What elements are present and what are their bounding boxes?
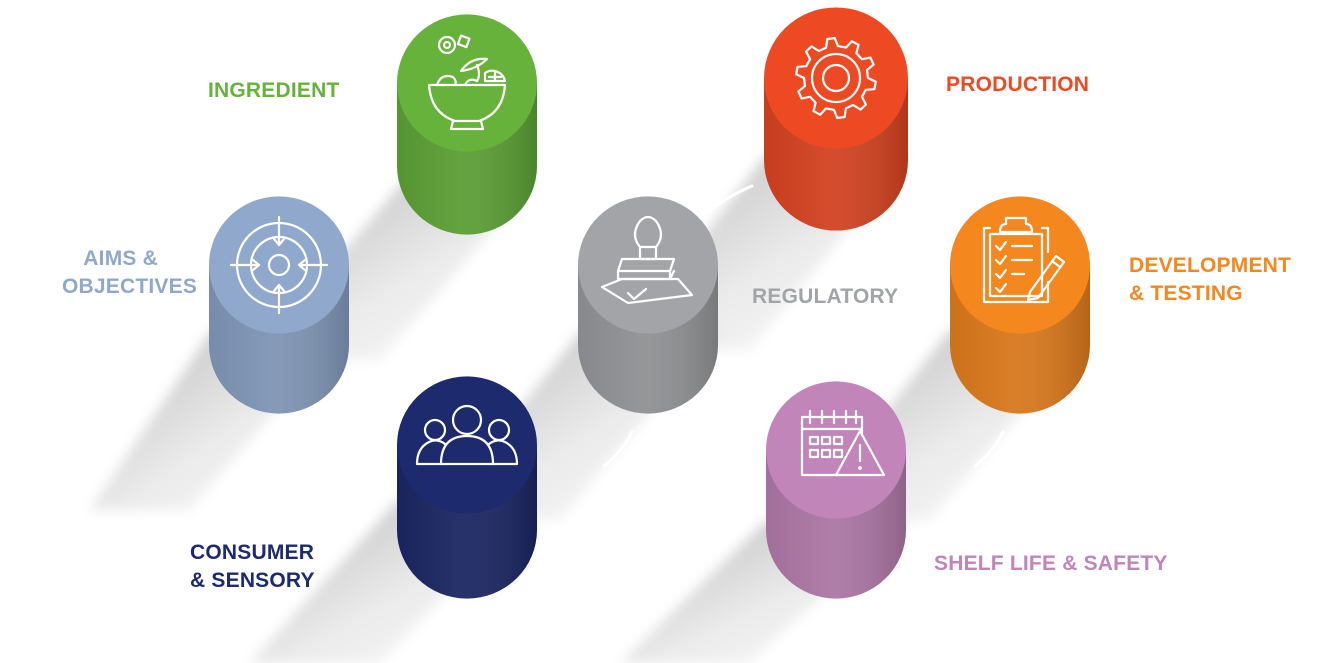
people-group-icon <box>415 404 519 466</box>
label-aims-line1: AIMS & <box>83 247 158 270</box>
connector-regulatory-consumer <box>602 430 634 468</box>
salad-bowl-icon <box>427 34 507 131</box>
cylinder-development <box>950 196 1090 414</box>
aims-cylinder-top <box>209 196 349 334</box>
cylinder-aims <box>209 196 349 414</box>
connector-lines <box>336 184 1005 468</box>
label-consumer: CONSUMER & SENSORY <box>190 539 315 595</box>
regulatory-cylinder-top <box>578 196 718 334</box>
clipboard-checklist-icon <box>982 216 1066 304</box>
cylinder-consumer <box>397 376 537 599</box>
target-icon <box>229 215 329 315</box>
label-aims-line2: OBJECTIVES <box>62 275 198 298</box>
connector-regulatory-production <box>706 184 754 214</box>
calendar-warning-icon <box>800 409 886 477</box>
approval-stamp-icon <box>600 215 694 305</box>
label-development-line2: & TESTING <box>1129 282 1243 305</box>
connector-aims-ingredient <box>336 184 387 215</box>
gear-ring <box>810 52 862 104</box>
label-ingredient-text: INGREDIENT <box>208 79 340 102</box>
production-cylinder-top <box>764 7 908 149</box>
label-aims: AIMS & OBJECTIVES <box>62 245 198 301</box>
label-development: DEVELOPMENT & TESTING <box>1129 252 1291 308</box>
label-shelf: SHELF LIFE & SAFETY <box>934 550 1168 578</box>
label-development-line1: DEVELOPMENT <box>1129 254 1292 277</box>
cylinder-ingredient <box>397 14 537 235</box>
gear-teeth <box>795 36 877 120</box>
cylinder-shelf <box>766 381 906 599</box>
consumer-cylinder-top <box>397 376 537 514</box>
label-production: PRODUCTION <box>946 71 1089 99</box>
label-consumer-line2: & SENSORY <box>190 569 315 592</box>
label-regulatory-text: REGULATORY <box>752 285 899 308</box>
cylinder-regulatory <box>578 196 718 414</box>
label-consumer-line1: CONSUMER <box>190 541 315 564</box>
gear-icon <box>795 36 877 120</box>
label-regulatory: REGULATORY <box>752 283 898 311</box>
label-ingredient: INGREDIENT <box>208 77 340 105</box>
gear-hub <box>821 63 851 93</box>
cylinder-production <box>764 7 908 231</box>
connector-development-shelf <box>973 430 1005 468</box>
label-production-text: PRODUCTION <box>946 73 1090 96</box>
label-shelf-text: SHELF LIFE & SAFETY <box>934 552 1168 575</box>
